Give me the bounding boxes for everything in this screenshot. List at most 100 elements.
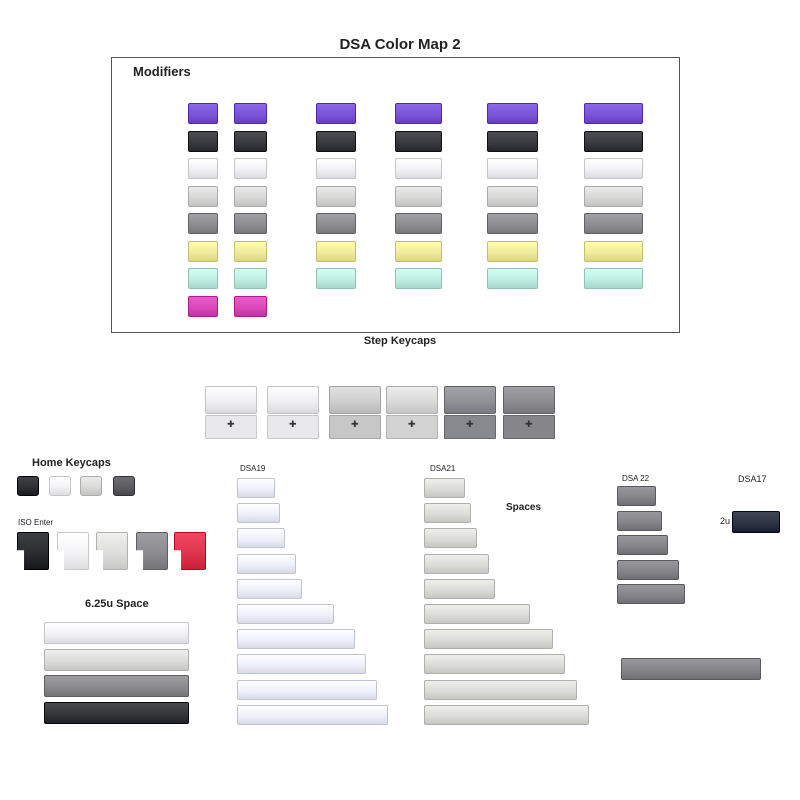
space-bar: [237, 478, 275, 498]
space-bar: [424, 503, 471, 524]
keycap: [487, 268, 538, 289]
space-bar: [237, 528, 285, 549]
keycap: [584, 130, 643, 152]
home-keycap: [113, 476, 135, 496]
home-keycap: [80, 476, 102, 496]
keycap: [316, 185, 356, 207]
keycap: [584, 158, 643, 179]
space-bar: [424, 578, 495, 599]
keycap: [234, 158, 267, 179]
stem-cross-icon: ✚: [525, 419, 533, 429]
step-keycap-top: [444, 386, 496, 414]
stem-cross-icon: ✚: [289, 419, 297, 429]
space-bar-6u: [621, 658, 761, 680]
dsa22-spaces-heading: DSA 22: [622, 474, 650, 483]
space-bar: [424, 679, 577, 700]
keycap: [395, 130, 442, 152]
iso-enter-title: ISO Enter: [18, 518, 54, 527]
space625-title: 6.25u Space: [85, 598, 149, 610]
dsa19-spaces-heading: DSA19: [240, 464, 266, 473]
dsa17-heading: DSA17: [738, 474, 767, 484]
keycap: [395, 185, 442, 207]
home-keycap: [49, 476, 71, 496]
keycap: [316, 103, 356, 124]
iso-enter-keycap: [96, 532, 128, 570]
dsa17-2u-label: 2u: [720, 516, 731, 526]
keycap: [188, 130, 218, 152]
stem-cross-icon: ✚: [408, 419, 416, 429]
keycap: [188, 213, 218, 234]
step-keycap-top: [267, 386, 319, 414]
step-keycap-top: [329, 386, 381, 414]
space-bar: [617, 559, 679, 580]
step-keycap-stem: [444, 415, 496, 439]
step-keycap-stem: [386, 415, 438, 439]
iso-enter-keycap: [136, 532, 168, 570]
space-bar: [237, 704, 388, 725]
space-bar-6.25u: [44, 622, 189, 644]
home-keycaps-title: Home Keycaps: [32, 457, 111, 469]
step-keycap-top: [205, 386, 257, 414]
step-keycap-top: [386, 386, 438, 414]
step-keycaps-title: Step Keycaps: [363, 335, 437, 347]
space-bar: [424, 553, 489, 574]
keycap: [234, 103, 267, 124]
stem-cross-icon: ✚: [351, 419, 359, 429]
keycap: [316, 240, 356, 262]
keycap: [234, 185, 267, 207]
home-keycap: [17, 476, 39, 496]
keycap: [188, 240, 218, 262]
keycap: [188, 103, 218, 124]
space-bar: [237, 553, 296, 574]
space-bar: [237, 679, 377, 700]
space-bar: [617, 486, 656, 506]
keycap: [487, 240, 538, 262]
keycap: [234, 268, 267, 289]
dsa21-spaces-heading: DSA21: [430, 464, 456, 473]
dsa17-2u-key: [732, 511, 780, 533]
space-bar: [424, 704, 589, 725]
step-keycap-stem: [205, 415, 257, 439]
keycap: [395, 240, 442, 262]
space-bar: [617, 584, 685, 604]
space-bar: [424, 654, 565, 675]
space-bar: [237, 654, 366, 675]
color-map-frame: [111, 57, 680, 333]
step-keycap-top: [503, 386, 555, 414]
keycap: [188, 158, 218, 179]
step-keycap-stem: [503, 415, 555, 439]
keycap: [316, 268, 356, 289]
keycap: [487, 185, 538, 207]
space-bar: [237, 629, 355, 650]
keycap: [584, 268, 643, 289]
spaces-label: Spaces: [506, 502, 542, 513]
keycap: [395, 103, 442, 124]
space-bar: [424, 528, 477, 549]
iso-enter-keycap: [57, 532, 89, 570]
keycap: [188, 295, 218, 317]
keycap: [234, 213, 267, 234]
space-bar: [424, 629, 553, 650]
keycap: [395, 213, 442, 234]
step-keycap-stem: [267, 415, 319, 439]
space-bar-6.25u: [44, 701, 189, 724]
space-bar: [617, 510, 662, 531]
keycap: [234, 240, 267, 262]
keycap: [316, 130, 356, 152]
page-title: DSA Color Map 2: [339, 36, 461, 53]
keycap: [395, 158, 442, 179]
keycap: [584, 185, 643, 207]
space-bar: [424, 604, 530, 624]
keycap: [234, 295, 267, 317]
keycap: [487, 158, 538, 179]
keycap: [584, 213, 643, 234]
space-bar: [237, 503, 280, 524]
modifiers-heading: Modifiers: [133, 64, 191, 79]
space-bar-6.25u: [44, 648, 189, 671]
space-bar: [237, 604, 334, 624]
iso-enter-keycap: [174, 532, 206, 570]
keycap: [316, 158, 356, 179]
iso-enter-keycap: [17, 532, 49, 570]
keycap: [584, 240, 643, 262]
keycap: [188, 185, 218, 207]
